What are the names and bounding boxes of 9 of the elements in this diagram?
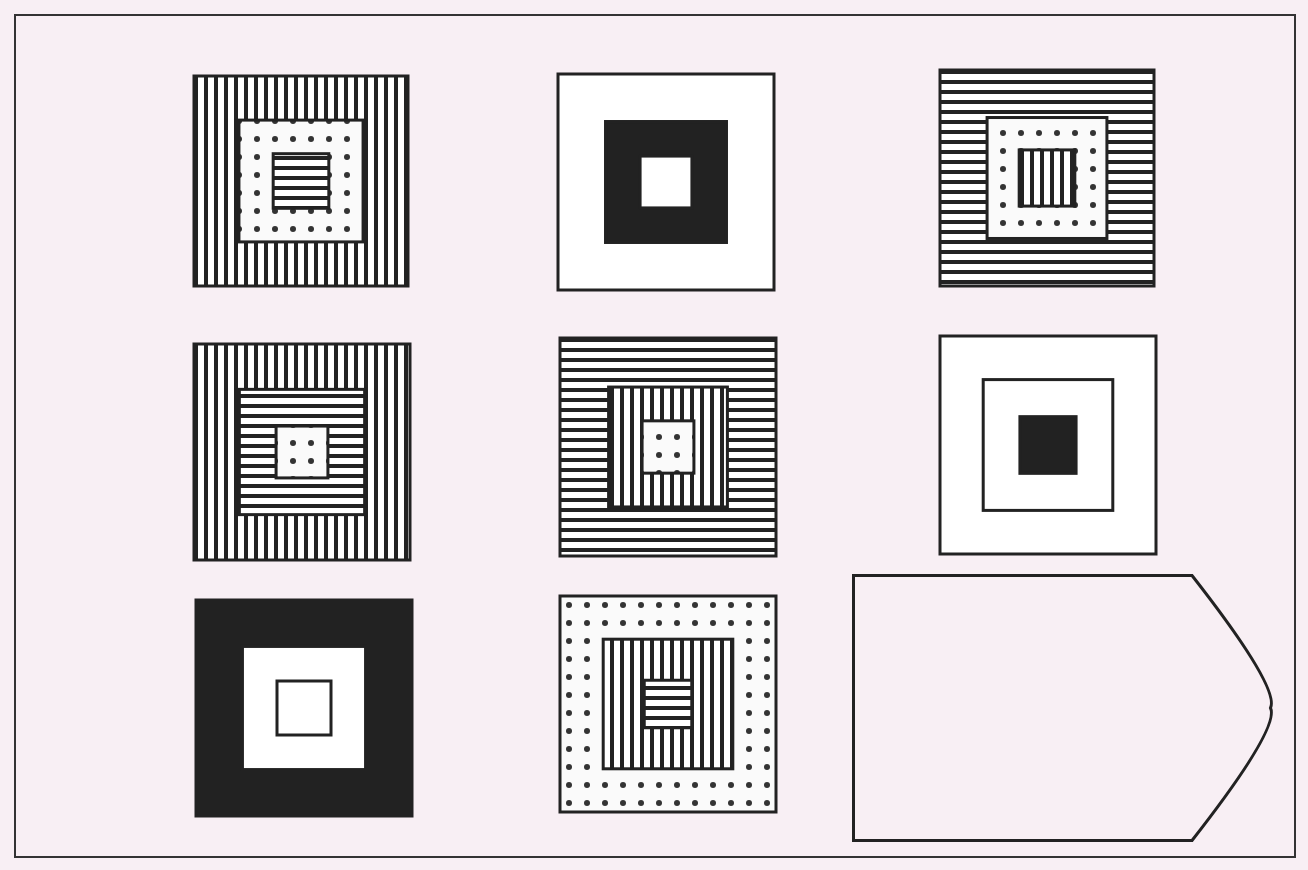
- figure-box: [194, 76, 408, 286]
- figure-box: [558, 74, 774, 290]
- figure-box: [194, 344, 410, 560]
- figure-box: [940, 70, 1154, 286]
- answer-box: [852, 574, 1272, 842]
- figure-box: [560, 338, 776, 556]
- figure-box: [196, 600, 412, 816]
- figure-box: [940, 336, 1156, 554]
- figure-box: [560, 596, 776, 812]
